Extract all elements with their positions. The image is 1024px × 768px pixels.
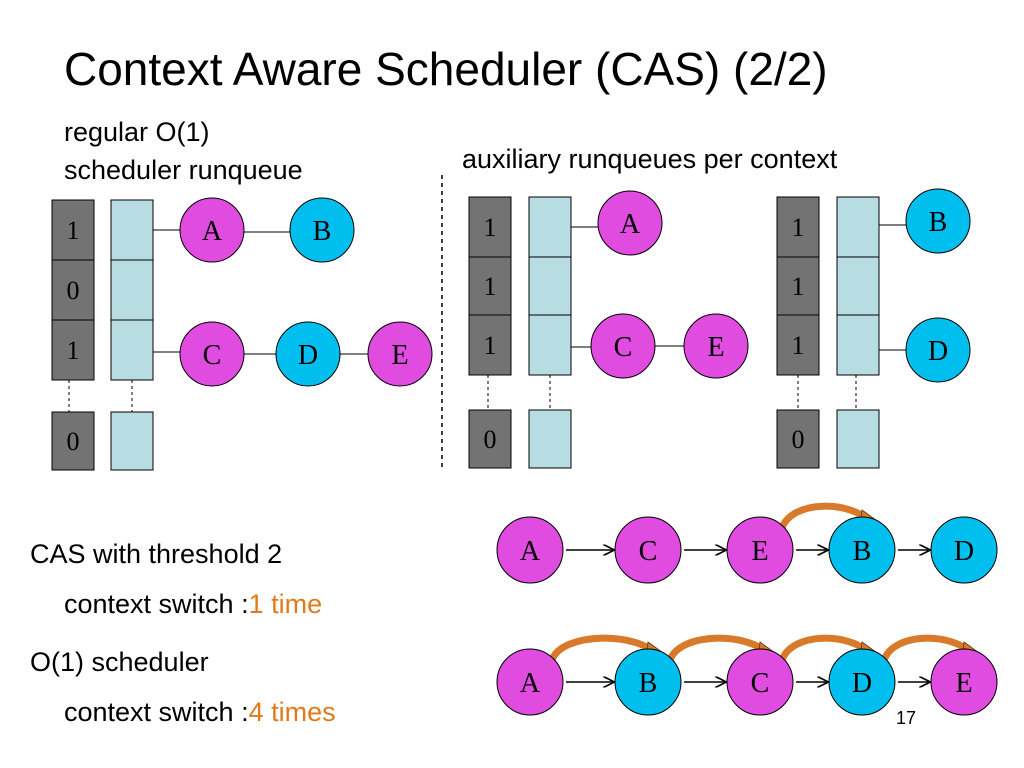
- task-node-b: [289, 197, 355, 263]
- o1-switch-value: 4 times: [248, 697, 336, 727]
- sequence-node-a: [496, 648, 564, 716]
- regular-bitmap-cell: [51, 411, 95, 471]
- cas-switch-label: context switch :: [64, 589, 249, 619]
- regular-bitmap-cell: [51, 319, 95, 381]
- sequence-node-label: B: [639, 668, 658, 699]
- sequence-node-label: D: [954, 536, 974, 567]
- o1-context-switch: context switch :4 times: [64, 696, 336, 728]
- regular-bitmap-cell: [51, 199, 95, 261]
- task-node-label: C: [614, 332, 633, 363]
- aux2-bitmap-cell: [776, 314, 820, 376]
- task-node-e: [683, 313, 749, 379]
- regular-label-line2: scheduler runqueue: [64, 155, 303, 185]
- aux2-bitmap-value: 0: [792, 425, 805, 454]
- aux2-queue-cell: [836, 196, 880, 258]
- task-node-b: [905, 188, 971, 254]
- task-node-d: [275, 321, 341, 387]
- task-node-label: E: [391, 340, 408, 371]
- task-node-label: A: [202, 216, 223, 247]
- cas-heading: CAS with threshold 2: [30, 539, 283, 569]
- sequence-node-a: [496, 516, 564, 584]
- sequence-node-label: E: [955, 668, 972, 699]
- task-node-label: D: [298, 340, 318, 371]
- auxiliary-label: auxiliary runqueues per context: [462, 144, 838, 174]
- sequence-node-b: [614, 648, 682, 716]
- aux1-queue-cell: [528, 256, 572, 316]
- sequence-node-label: E: [751, 536, 768, 567]
- sequence-node-e: [726, 516, 794, 584]
- sequence-node-c: [726, 648, 794, 716]
- task-node-a: [179, 197, 245, 263]
- sequence-node-label: A: [520, 668, 541, 699]
- task-node-label: B: [313, 216, 332, 247]
- aux2-bitmap-value: 1: [792, 331, 805, 360]
- sequence-node-label: C: [751, 668, 770, 699]
- task-node-label: A: [620, 209, 641, 240]
- regular-bitmap-value: 0: [67, 427, 80, 456]
- aux1-bitmap-cell: [468, 196, 512, 258]
- page-number: 17: [896, 708, 917, 728]
- sequence-node-d: [930, 516, 998, 584]
- aux1-queue-cell: [528, 314, 572, 376]
- slide-title: Context Aware Scheduler (CAS) (2/2): [64, 43, 828, 95]
- aux2-bitmap-value: 1: [792, 272, 805, 301]
- aux1-bitmap-cell: [468, 314, 512, 376]
- regular-queue-cell: [110, 259, 154, 321]
- o1-switch-label: context switch :: [64, 697, 249, 727]
- aux1-bitmap-value: 1: [484, 213, 497, 242]
- aux2-queue-cell: [836, 409, 880, 469]
- regular-queue-cell: [110, 319, 154, 381]
- task-node-label: E: [707, 332, 724, 363]
- sequence-node-label: A: [520, 536, 541, 567]
- sequence-node-b: [828, 516, 896, 584]
- aux2-bitmap-cell: [776, 196, 820, 258]
- o1-sequence: A B C D E: [496, 634, 998, 716]
- task-node-c: [590, 313, 656, 379]
- sequence-node-label: D: [852, 668, 872, 699]
- cas-context-switch: context switch :1 time: [64, 588, 322, 620]
- aux2-bitmap-cell: [776, 409, 820, 469]
- sequence-node-e: [930, 648, 998, 716]
- aux1-bitmap-cell: [468, 409, 512, 469]
- sequence-node-d: [828, 648, 896, 716]
- regular-bitmap-value: 1: [67, 216, 80, 245]
- sequence-node-label: C: [639, 536, 658, 567]
- aux2-queue-cell: [836, 314, 880, 376]
- regular-label-line1: regular O(1): [64, 117, 210, 147]
- regular-queue-cell: [110, 199, 154, 261]
- regular-bitmap-cell: [51, 259, 95, 321]
- aux1-bitmap-value: 1: [484, 272, 497, 301]
- sequence-node-c: [614, 516, 682, 584]
- regular-bitmap-value: 0: [67, 276, 80, 305]
- task-node-e: [367, 321, 433, 387]
- aux1-queue-cell: [528, 196, 572, 258]
- aux2-bitmap-value: 1: [792, 213, 805, 242]
- aux1-queue-cell: [528, 409, 572, 469]
- task-node-label: D: [928, 336, 948, 367]
- task-node-d: [905, 317, 971, 383]
- regular-queue-cell: [110, 411, 154, 471]
- aux2-bitmap-cell: [776, 256, 820, 316]
- sequence-node-label: B: [853, 536, 872, 567]
- regular-bitmap-value: 1: [67, 336, 80, 365]
- aux1-bitmap-cell: [468, 256, 512, 316]
- cas-switch-value: 1 time: [248, 589, 323, 619]
- o1-heading: O(1) scheduler: [30, 647, 209, 677]
- task-node-c: [179, 321, 245, 387]
- aux1-bitmap-value: 1: [484, 331, 497, 360]
- task-node-label: B: [929, 207, 948, 238]
- task-node-a: [597, 190, 663, 256]
- aux2-queue-cell: [836, 256, 880, 316]
- task-node-label: C: [203, 340, 222, 371]
- aux1-bitmap-value: 0: [484, 425, 497, 454]
